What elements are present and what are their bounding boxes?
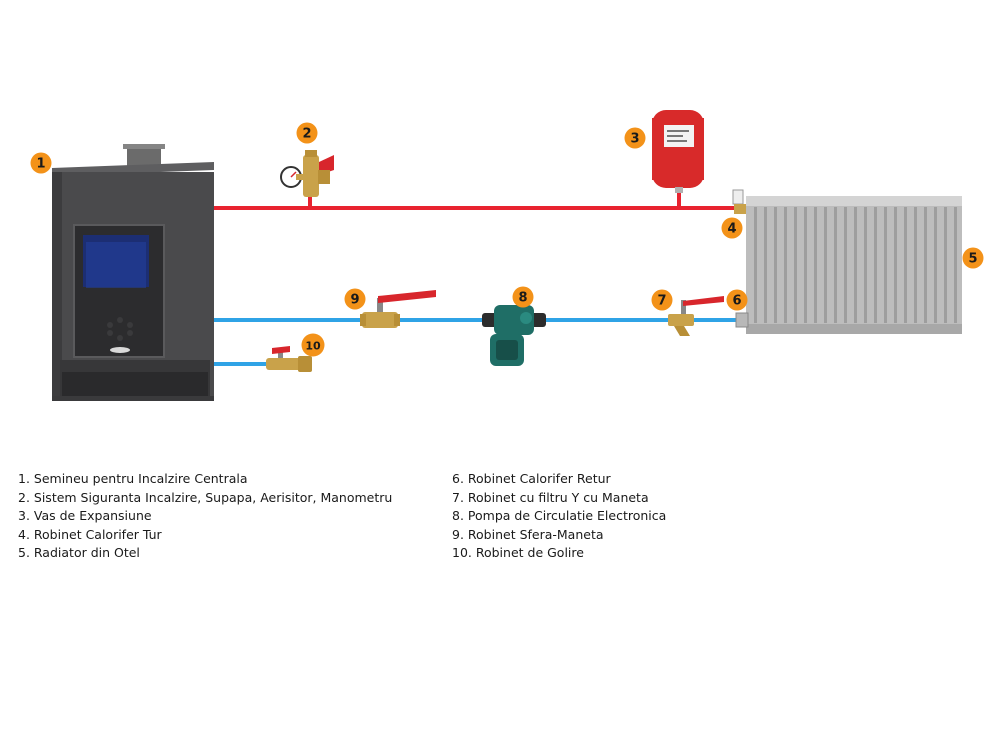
badge-2: 2 [296, 122, 318, 144]
legend-item-1: 1. Semineu pentru Incalzire Centrala [18, 471, 248, 486]
badge-1: 1 [30, 152, 52, 174]
stove-image [52, 144, 214, 401]
badge-9: 9 [344, 288, 366, 310]
radiator-fin [754, 207, 757, 323]
radiator-fin [804, 207, 807, 323]
badge-7: 7 [651, 289, 673, 311]
radiator-fin [764, 207, 767, 323]
badge-3: 3 [624, 127, 646, 149]
safety-group-image [280, 150, 334, 197]
ball-valve-image [360, 290, 436, 328]
legend-item-7: 7. Robinet cu filtru Y cu Maneta [452, 489, 649, 505]
radiator-fin [774, 207, 777, 323]
legend-item-8: 8. Pompa de Circulatie Electronica [452, 508, 667, 524]
radiator-fin [784, 207, 787, 323]
supply-pipe [174, 188, 742, 217]
radiator-fin [904, 207, 907, 323]
radiator-fin [934, 207, 937, 323]
svg-text:10: 10 [305, 340, 321, 353]
radiator-fin [874, 207, 877, 323]
legend-item-4: 4. Robinet Calorifer Tur [18, 526, 162, 542]
svg-text:4: 4 [727, 222, 736, 237]
radiator-return-valve-image [735, 312, 749, 328]
radiator-supply-valve-image [732, 189, 746, 214]
radiator-fin [794, 207, 797, 323]
radiator-fin [824, 207, 827, 323]
svg-text:7: 7 [657, 294, 666, 309]
badge-10: 10 [301, 333, 325, 357]
radiator-fin [914, 207, 917, 323]
svg-text:2: 2 [302, 127, 311, 142]
radiator-fin [894, 207, 897, 323]
y-filter-valve-image [668, 296, 724, 336]
svg-text:6: 6 [732, 294, 741, 309]
svg-text:5: 5 [968, 252, 977, 267]
radiator-fin [834, 207, 837, 323]
radiator-image [746, 196, 962, 334]
circulation-pump-image [482, 305, 546, 366]
radiator-fin [854, 207, 857, 323]
legend-item-9: 9. Robinet Sfera-Maneta [452, 526, 604, 542]
drain-valve-image [266, 346, 312, 372]
radiator-fins [754, 207, 957, 323]
legend-item-3: 3. Vas de Expansiune [18, 508, 152, 524]
radiator-fin [944, 207, 947, 323]
radiator-fin [864, 207, 867, 323]
badge-5: 5 [962, 247, 984, 269]
badge-8: 8 [512, 286, 534, 308]
radiator-fin [924, 207, 927, 323]
legend-right: 6. Robinet Calorifer Retur 7. Robinet cu… [452, 470, 666, 563]
radiator-fin [954, 207, 957, 323]
legend-item-2: 2. Sistem Siguranta Incalzire, Supapa, A… [18, 489, 393, 505]
legend-item-6: 6. Robinet Calorifer Retur [452, 471, 611, 486]
legend-left: 1. Semineu pentru Incalzire Centrala 2. … [18, 470, 392, 563]
return-pipe [148, 311, 742, 329]
svg-text:1: 1 [36, 157, 45, 172]
radiator-fin [814, 207, 817, 323]
badge-6: 6 [726, 289, 748, 311]
badge-4: 4 [721, 217, 743, 239]
svg-text:9: 9 [350, 293, 359, 308]
svg-text:8: 8 [518, 291, 527, 306]
legend-item-5: 5. Radiator din Otel [18, 545, 140, 561]
radiator-fin [884, 207, 887, 323]
svg-text:3: 3 [630, 132, 639, 147]
expansion-vessel-image [652, 110, 704, 193]
legend-item-10: 10. Robinet de Golire [452, 545, 584, 561]
radiator-fin [844, 207, 847, 323]
